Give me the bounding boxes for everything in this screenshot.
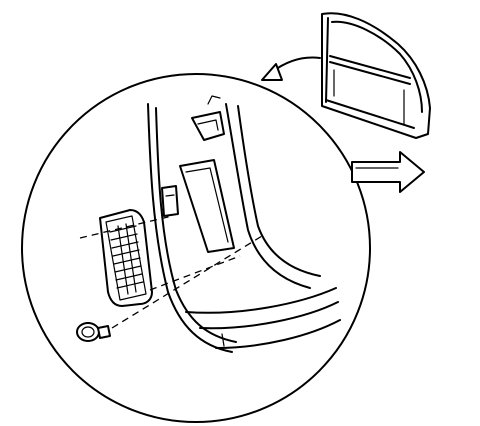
alignment-lines — [80, 216, 262, 328]
body-pillar-detail — [148, 96, 340, 352]
detail-view-circle — [22, 74, 370, 422]
door-frame-overview — [322, 13, 430, 138]
vent-grille — [100, 210, 152, 306]
fastener-bolt — [77, 323, 110, 341]
pointer-arrow-to-detail — [262, 58, 320, 80]
direction-arrow-forward — [352, 152, 424, 192]
